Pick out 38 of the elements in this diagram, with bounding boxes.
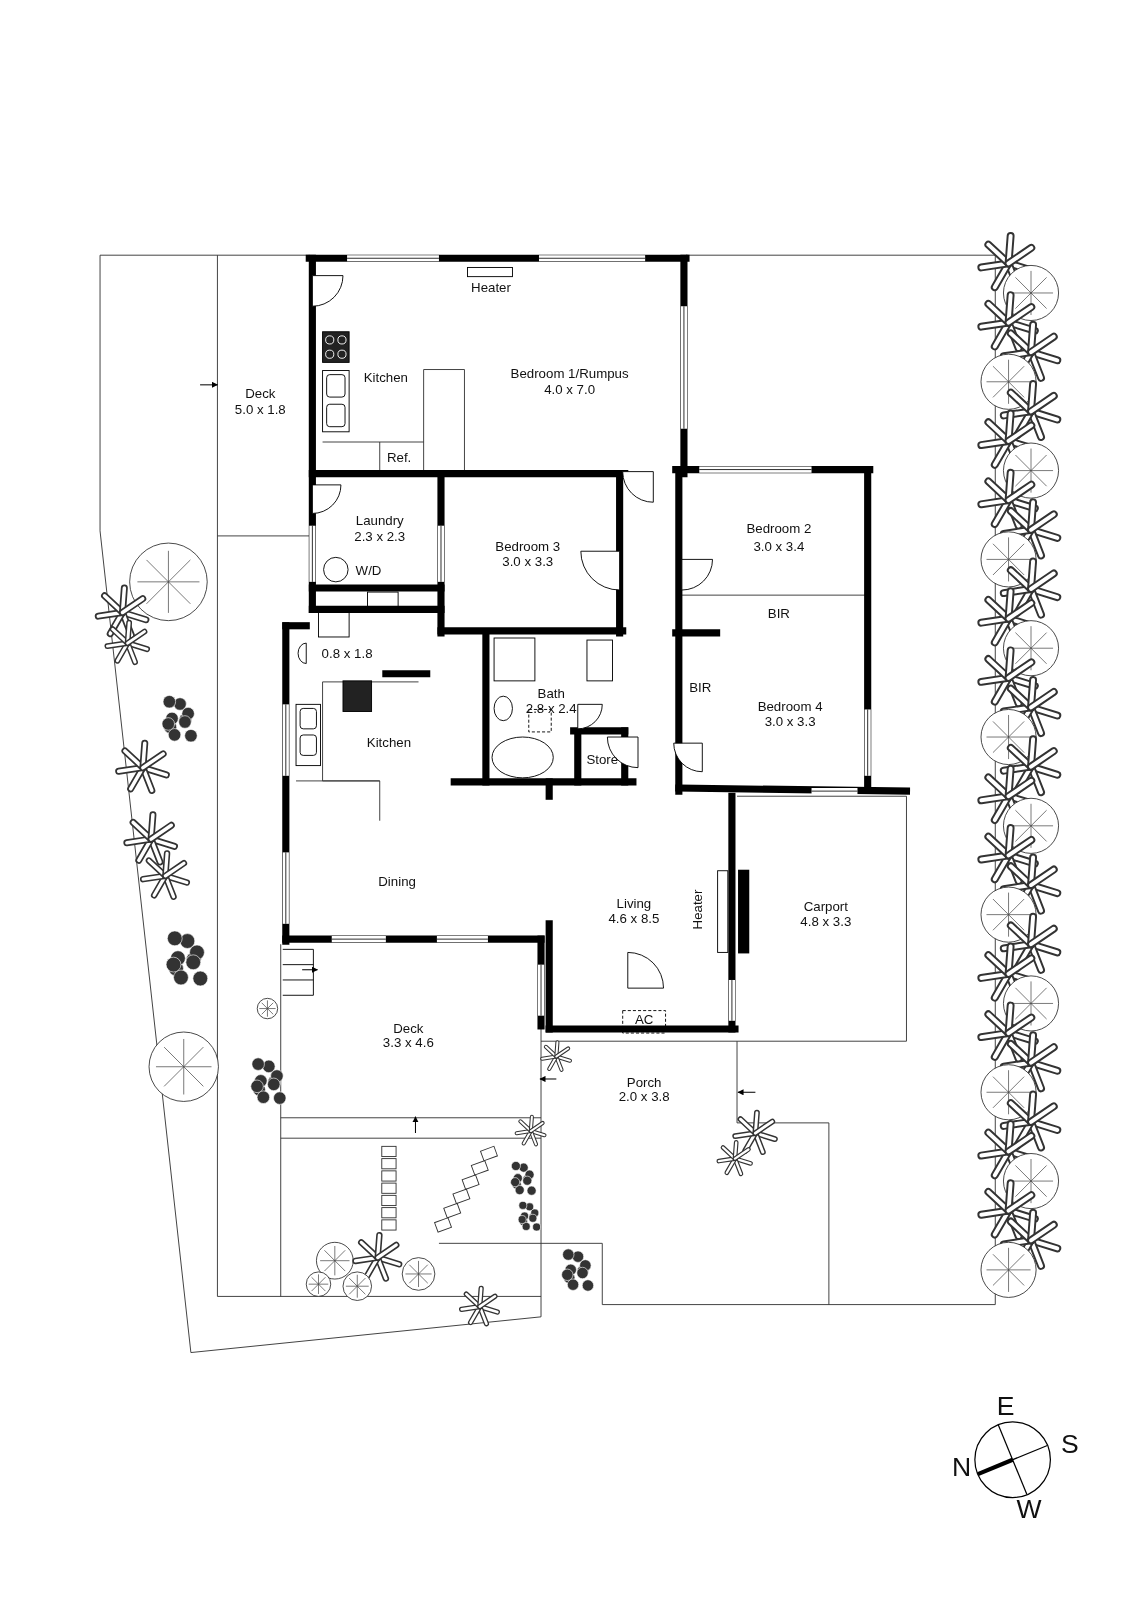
compass-letter: N: [952, 1453, 972, 1481]
compass-letter: W: [1016, 1495, 1042, 1522]
compass-letter: E: [996, 1392, 1015, 1419]
room-label: Deck: [393, 1021, 424, 1035]
room-label: BIR: [767, 606, 790, 621]
room-label: W/D: [355, 564, 382, 578]
room-label: Store: [586, 752, 619, 767]
room-label: Bedroom 1/Rumpus: [510, 367, 629, 381]
room-label: Bedroom 4: [757, 699, 823, 714]
room-label: Kitchen: [363, 371, 408, 385]
room-label: 4.0 x 7.0: [544, 382, 596, 396]
room-label: 2.3 x 2.3: [354, 529, 406, 543]
room-label: Dining: [378, 874, 416, 888]
room-label: BIR: [689, 680, 712, 694]
room-label: Bedroom 3: [495, 539, 561, 553]
room-label: 4.6 x 8.5: [608, 912, 660, 926]
room-label: Laundry: [355, 513, 404, 528]
room-label: 4.8 x 3.3: [800, 915, 852, 929]
room-label: Deck: [245, 386, 276, 400]
room-label: 3.0 x 3.3: [764, 715, 816, 729]
room-label: Bath: [537, 686, 565, 700]
room-label: Bedroom 2: [746, 522, 812, 536]
room-label: 3.0 x 3.3: [502, 554, 554, 569]
room-label: Ref.: [386, 450, 412, 464]
room-label: 3.3 x 4.6: [382, 1035, 434, 1049]
room-label: Heater: [690, 889, 704, 930]
room-label: 2.8 x 2.4: [525, 701, 577, 716]
room-label: 2.0 x 3.8: [618, 1089, 670, 1103]
room-label: 5.0 x 1.8: [234, 402, 286, 416]
room-label: 0.8 x 1.8: [321, 646, 373, 660]
room-label: Kitchen: [366, 735, 412, 749]
room-label: Porch: [626, 1075, 662, 1089]
room-label: Living: [616, 896, 652, 911]
compass-letter: S: [1060, 1430, 1079, 1457]
room-label: Heater: [471, 281, 511, 295]
room-label: 3.0 x 3.4: [753, 539, 805, 553]
room-label: AC: [634, 1013, 654, 1027]
room-label: Carport: [803, 899, 848, 914]
